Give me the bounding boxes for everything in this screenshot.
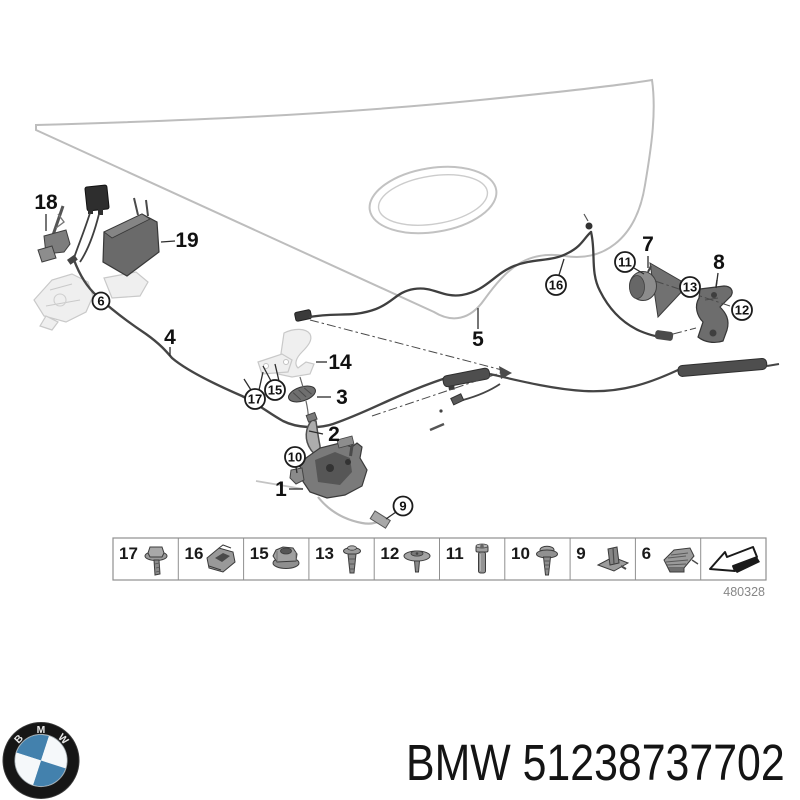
- drawing-number: 480328: [723, 585, 765, 599]
- hex-screw-washer-icon: [144, 546, 168, 576]
- bmw-logo: B M W: [1, 721, 83, 800]
- lock-hook-part: [289, 467, 305, 485]
- strip-cell-label: 9: [576, 544, 585, 563]
- flange-nut-icon: [272, 546, 300, 569]
- strip-cell-label: 13: [315, 544, 334, 563]
- leader-lines: [45, 214, 719, 520]
- hood-silhouette: [35, 78, 655, 320]
- svg-text:17: 17: [248, 392, 262, 407]
- svg-text:11: 11: [618, 255, 632, 270]
- strip-cell-label: 17: [119, 544, 138, 563]
- cage-clip-icon: [206, 544, 236, 573]
- callout-circle-9: 9: [392, 495, 414, 517]
- svg-text:13: 13: [683, 280, 697, 295]
- callout-circle-11: 11: [614, 251, 636, 273]
- strip-cell-label: 6: [642, 544, 651, 563]
- callout-circle-17: 17: [244, 388, 266, 410]
- bmw-roundel-quadrants: [15, 734, 67, 787]
- callout-circle-6: 6: [91, 291, 111, 311]
- part-number: 51238737702: [522, 734, 785, 791]
- callout-circle-10: 10: [284, 446, 306, 468]
- callout-18: 18: [34, 191, 58, 214]
- svg-text:12: 12: [735, 303, 749, 318]
- alarm-switch-connector: [67, 184, 110, 265]
- svg-text:15: 15: [268, 383, 282, 398]
- washer-screw-icon: [403, 550, 431, 573]
- cable-end-connector: [369, 510, 391, 529]
- part-number-title: BMW 51238737702: [406, 737, 785, 788]
- spring-clip-icon: [663, 547, 699, 573]
- callout-8: 8: [713, 251, 725, 274]
- latch-bracket-part: [695, 279, 733, 343]
- callout-7: 7: [642, 233, 654, 256]
- callout-5: 5: [472, 328, 484, 351]
- brand-name: BMW: [406, 734, 511, 791]
- strip-cell-label: 12: [380, 544, 399, 563]
- direction-arrow-icon: [709, 546, 760, 573]
- svg-text:10: 10: [288, 450, 302, 465]
- svg-text:6: 6: [97, 294, 104, 309]
- lock-cover-part: [102, 197, 160, 277]
- logo-letter-m: M: [37, 725, 46, 736]
- callout-3: 3: [336, 386, 348, 409]
- callout-circle-13: 13: [679, 276, 701, 298]
- hood-lock-part: [255, 435, 391, 529]
- expansion-rivet-icon: [343, 545, 361, 574]
- ghost-release-bracket: [257, 328, 315, 378]
- callout-1: 1: [275, 478, 287, 501]
- cylinder-screw-icon: [475, 543, 489, 574]
- hood-switch-part: [37, 205, 71, 263]
- svg-text:9: 9: [399, 499, 406, 514]
- callout-circle-12: 12: [731, 299, 753, 321]
- front-bowden-cable: [72, 258, 780, 432]
- strip-cell-label: 10: [511, 544, 530, 563]
- pan-screw-washer-icon: [536, 545, 558, 576]
- strip-cell-label: 11: [446, 544, 464, 563]
- lock-cylinder-part: [629, 262, 689, 319]
- fastener-legend-strip: 17 16 15 13 12 11 10 9 6: [112, 537, 767, 581]
- retainer-clip-icon: [596, 546, 630, 572]
- strip-cell-label: 15: [250, 544, 269, 563]
- release-cable-tail: [317, 496, 381, 525]
- callout-circle-15: 15: [264, 379, 286, 401]
- svg-text:16: 16: [549, 278, 563, 293]
- ghost-latch-assembly: [33, 271, 149, 331]
- callout-2: 2: [328, 423, 340, 446]
- callout-4: 4: [164, 326, 176, 349]
- strip-cell-label: 16: [185, 544, 204, 563]
- callout-19: 19: [175, 229, 198, 252]
- grille-opening: [368, 165, 498, 235]
- rear-bowden-cable: [294, 213, 674, 341]
- callout-circle-16: 16: [545, 274, 567, 296]
- guide-plate-part: [288, 385, 316, 403]
- callout-14: 14: [328, 351, 352, 374]
